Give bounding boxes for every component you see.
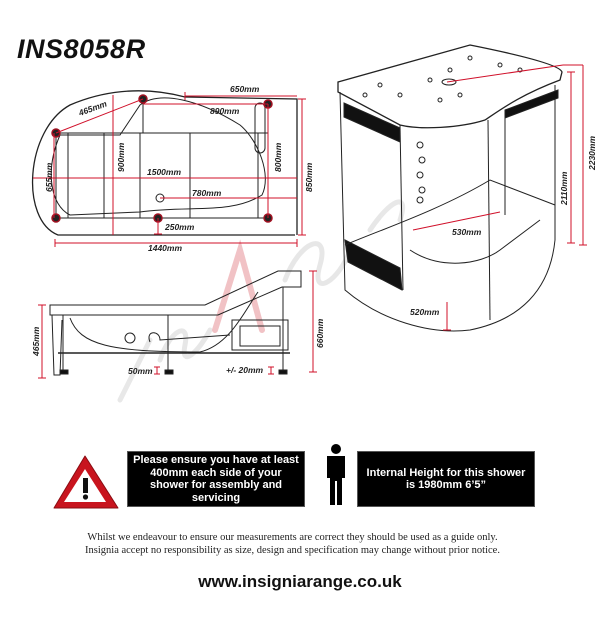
dim-530: 530mm [452, 227, 482, 237]
internal-height-notice: Internal Height for this shower is 1980m… [357, 451, 535, 507]
side-view [38, 270, 317, 379]
dim-2230: 2230mm [587, 136, 597, 171]
disclaimer-line: Insignia accept no responsibility as siz… [85, 545, 500, 556]
dim-890: 890mm [210, 106, 240, 116]
assembly-notice: Please ensure you have at least 400mm ea… [127, 451, 305, 507]
dim-655: 655mm [44, 162, 54, 192]
dim-20: +/- 20mm [226, 365, 264, 375]
disclaimer-line: Whilst we endeavour to ensure our measur… [87, 532, 498, 543]
top-view [31, 90, 306, 247]
dim-1500: 1500mm [147, 167, 181, 177]
website-link[interactable]: www.insigniarange.co.uk [198, 572, 402, 591]
warning-icon [53, 455, 119, 509]
dim-800: 800mm [273, 142, 283, 172]
dim-650: 650mm [230, 84, 260, 94]
model-title: INS8058R [17, 34, 146, 64]
dim-900: 900mm [116, 142, 126, 172]
dim-50: 50mm [128, 366, 153, 376]
disclaimer: Whilst we endeavour to ensure our measur… [0, 531, 585, 557]
dimension-lines [33, 92, 306, 247]
dim-520: 520mm [410, 307, 440, 317]
dim-250: 250mm [164, 222, 195, 232]
dim-780: 780mm [192, 188, 222, 198]
dim-1440: 1440mm [148, 243, 182, 253]
dim-2110: 2110mm [559, 171, 569, 206]
technical-drawings: 650mm 465mm 890mm 655mm 900mm 1500mm 780… [31, 44, 597, 403]
dim-660-height: 660mm [315, 318, 325, 348]
dim-465-height: 465mm [31, 326, 41, 357]
person-icon [327, 444, 345, 505]
shower-view [337, 44, 587, 332]
dim-465: 465mm [76, 98, 108, 118]
dim-850: 850mm [304, 162, 314, 192]
